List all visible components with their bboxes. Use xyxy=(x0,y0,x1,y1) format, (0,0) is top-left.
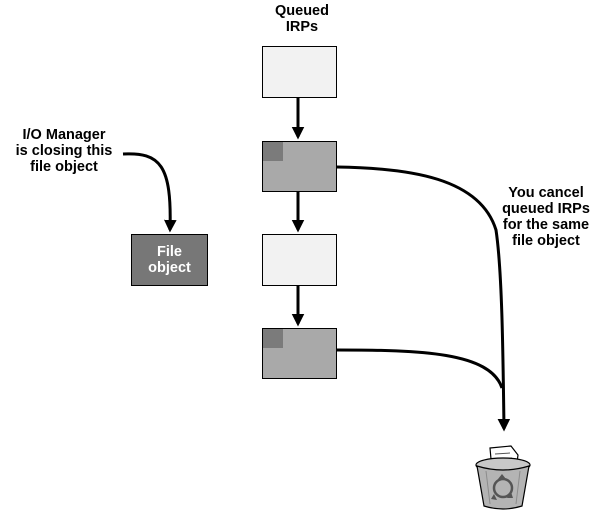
irp-box-1 xyxy=(262,46,337,98)
queued-irps-label: Queued IRPs xyxy=(275,3,329,35)
irp-marker xyxy=(263,329,283,348)
closing-arrow xyxy=(122,152,177,233)
cancel-arrow-1 xyxy=(336,165,511,432)
cancel-label: You cancel queued IRPs for the same file… xyxy=(502,185,590,249)
irp-box-3 xyxy=(262,234,337,286)
irp-box-2 xyxy=(262,141,337,192)
recycle-bin-icon xyxy=(475,445,531,510)
io-manager-label: I/O Manager is closing this file object xyxy=(15,127,113,175)
irp-box-4 xyxy=(262,328,337,379)
cancel-arrow-2 xyxy=(336,348,504,389)
irp-marker xyxy=(263,142,283,161)
file-object-box: File object xyxy=(131,234,208,286)
